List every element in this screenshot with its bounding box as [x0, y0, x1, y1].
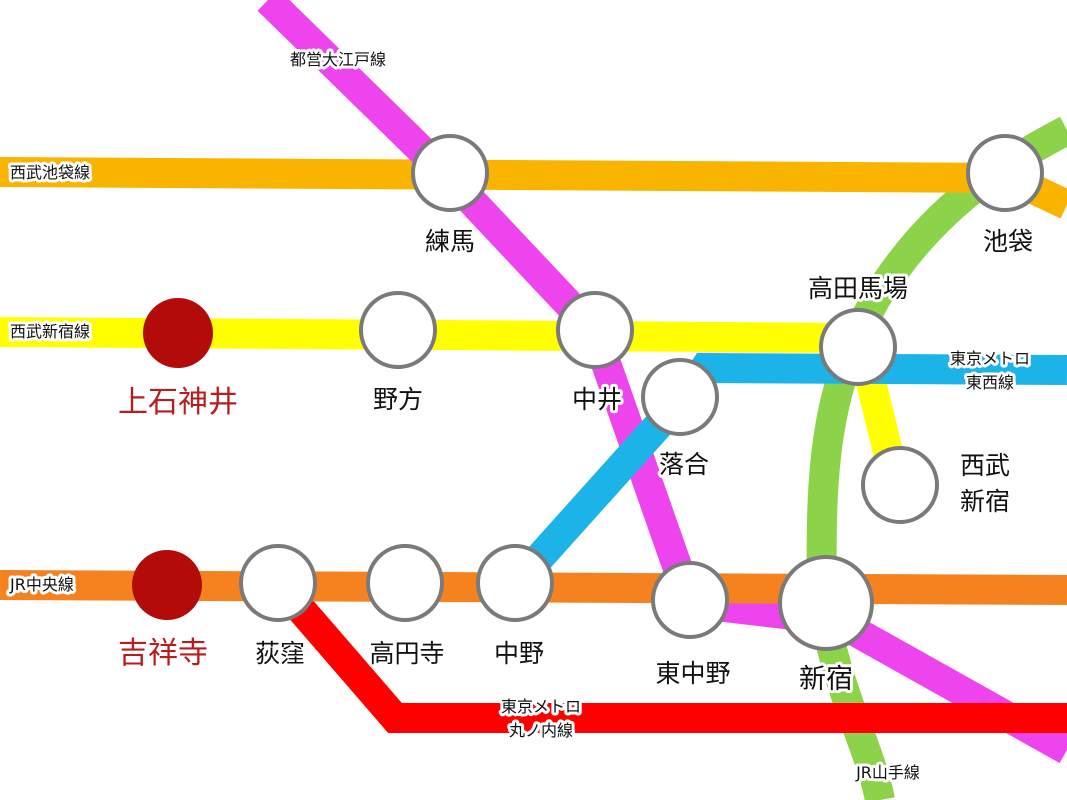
station-seibu-shinjuku[interactable]: [861, 446, 939, 524]
tokyo-metro-marunouchi-line: [268, 575, 1067, 733]
station-nakano[interactable]: [476, 544, 554, 622]
label-marunouchi-line-2: 丸ノ内線: [509, 721, 573, 740]
name-nakano: 中野: [494, 639, 544, 668]
name-nogata: 野方: [373, 385, 423, 414]
toei-oedo-line: [257, 0, 1067, 764]
label-seibu-ikebukuro-line: 西武池袋線: [10, 163, 90, 182]
station-koenji[interactable]: [366, 544, 444, 622]
name-nakai: 中井: [572, 385, 622, 414]
name-nerima: 練馬: [425, 227, 475, 256]
seibu-ikebukuro-line: [0, 157, 1067, 219]
station-nogata[interactable]: [359, 291, 437, 369]
name-koenji: 高円寺: [369, 639, 444, 668]
station-takadanobaba[interactable]: [819, 308, 897, 386]
name-seibu-shinjuku-1: 西武: [960, 451, 1010, 480]
label-jr-yamanote-line: JR山手線: [855, 763, 920, 782]
kichijoji-terminal: [132, 550, 202, 620]
name-shinjuku: 新宿: [799, 664, 853, 695]
label-oedo-line: 都営大江戸線: [290, 50, 386, 69]
label-jr-chuo-line: JR中央線: [9, 575, 74, 594]
name-kichijoji[interactable]: 吉祥寺: [115, 633, 211, 674]
station-higashi-nakano[interactable]: [651, 561, 729, 639]
label-tozai-line-1: 東京メトロ: [950, 349, 1030, 368]
jr-yamanote-line: [806, 116, 1067, 800]
station-nakai[interactable]: [556, 291, 634, 369]
station-shinjuku[interactable]: [778, 555, 874, 651]
station-ogikubo[interactable]: [239, 544, 317, 622]
name-ogikubo: 荻窪: [255, 639, 305, 668]
label-marunouchi-line-1: 東京メトロ: [501, 697, 581, 716]
label-seibu-shinjuku-line: 西武新宿線: [10, 322, 90, 341]
label-tozai-line-2: 東西線: [966, 373, 1014, 392]
station-ikebukuro[interactable]: [966, 134, 1044, 212]
name-ikebukuro: 池袋: [983, 227, 1033, 256]
station-nerima[interactable]: [411, 134, 489, 212]
name-takadanobaba: 高田馬場: [808, 274, 908, 303]
name-kamishakujii[interactable]: 上石神井: [115, 382, 241, 423]
name-ochiai: 落合: [659, 450, 709, 479]
name-higashi-nakano: 東中野: [655, 659, 730, 688]
kamishakujii-terminal: [143, 298, 213, 368]
name-seibu-shinjuku-2: 新宿: [960, 487, 1010, 516]
station-ochiai[interactable]: [641, 358, 719, 436]
